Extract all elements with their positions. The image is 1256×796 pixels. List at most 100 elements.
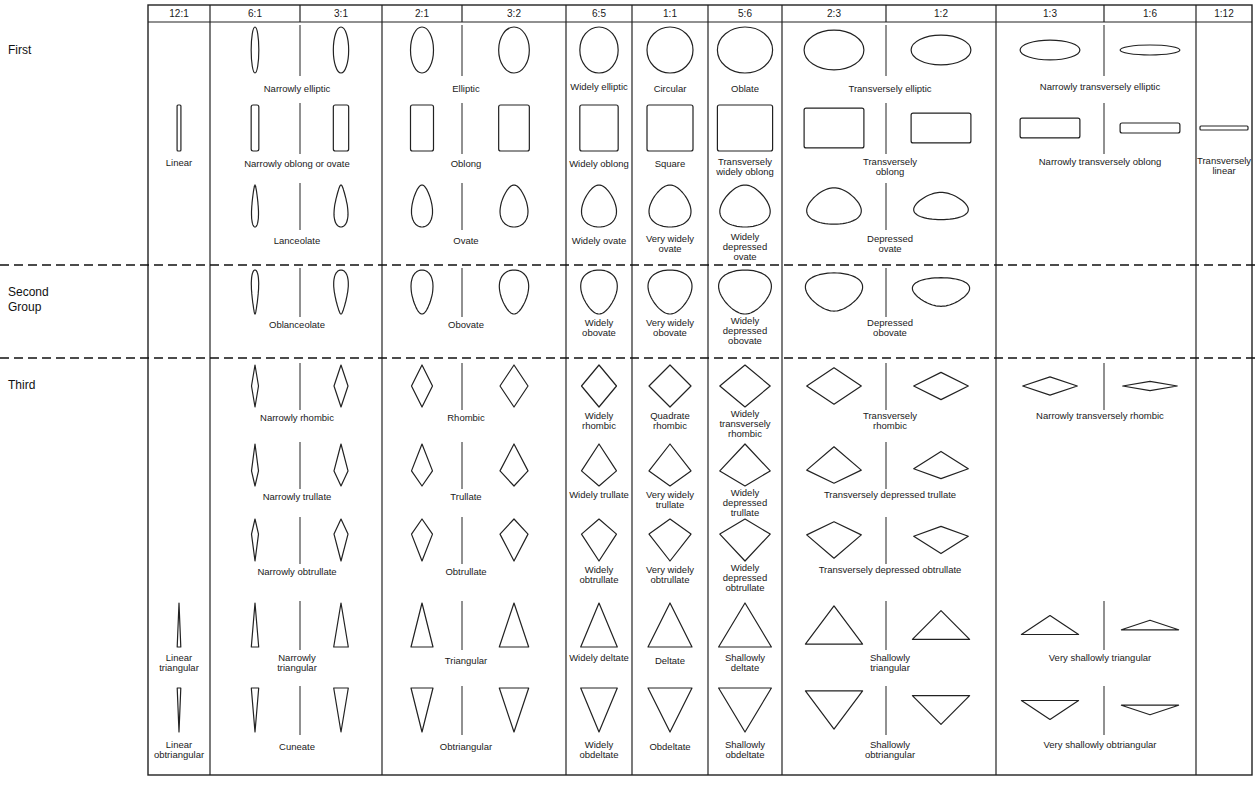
rhombic-outline [1123, 381, 1178, 390]
pair-divider [300, 103, 301, 154]
shape-name: Widely depressed trullate [712, 488, 778, 518]
obtriangular-outline [719, 688, 772, 732]
ratio-header: 3:2 [486, 8, 542, 20]
ratio-header: 2:1 [394, 8, 450, 20]
shape-name: Transversely rhombic [850, 411, 930, 431]
shape-name: Lanceolate [237, 236, 357, 246]
triangular-outline [805, 606, 862, 644]
pair-divider [886, 363, 887, 410]
ovate-outline [252, 185, 259, 227]
obtrullate-outline [914, 526, 969, 553]
obtrullate-outline [334, 519, 348, 561]
shape-name: Narrowly transversely rhombic [1035, 411, 1165, 421]
shape-name: Widely ovate [566, 236, 632, 246]
ovate-outline [412, 185, 433, 227]
oblong-outline [580, 105, 618, 151]
shape-name: Triangular [416, 656, 516, 666]
elliptic-outline [580, 27, 618, 73]
shape-name: Widely depressed ovate [712, 232, 778, 262]
obtriangular-outline [251, 688, 258, 732]
rhombic-outline [1023, 377, 1078, 395]
trullate-outline [412, 444, 433, 486]
shape-name: Deltate [637, 656, 703, 666]
obtriangular-outline [648, 688, 692, 732]
triangular-outline [581, 603, 618, 647]
obovate-outline [411, 270, 433, 314]
ratio-header: 1:12 [1196, 8, 1252, 20]
oblong-outline [499, 105, 530, 151]
ratio-header: 5:6 [717, 8, 773, 20]
pair-divider [1104, 103, 1105, 154]
group-divider [0, 264, 1256, 266]
shape-name: Oblate [712, 84, 778, 94]
pair-divider [1104, 601, 1105, 650]
pair-divider [300, 686, 301, 735]
oblong-outline [251, 105, 259, 151]
rhombic-outline [914, 372, 969, 399]
pair-divider [886, 601, 887, 650]
elliptic-outline [333, 27, 348, 73]
elliptic-outline [717, 27, 772, 73]
pair-divider [462, 268, 463, 317]
pair-divider [462, 686, 463, 735]
shape-name: Linear [150, 158, 208, 168]
trullate-outline [252, 444, 259, 486]
elliptic-outline [411, 27, 434, 73]
shape-name: Widely obdeltate [569, 740, 629, 760]
pair-divider [300, 268, 301, 317]
shape-name: Transversely depressed obtrullate [815, 565, 965, 575]
shape-name: Obovate [416, 320, 516, 330]
ratio-header: 1:2 [913, 8, 969, 20]
triangular-outline [912, 611, 969, 640]
group-label: Third [8, 378, 78, 393]
rhombic-outline [582, 365, 617, 407]
shape-name: Square [637, 159, 703, 169]
ovate-outline [649, 185, 691, 227]
shape-name: Widely trullate [569, 490, 629, 500]
group-divider [0, 357, 1256, 359]
triangular-outline [1121, 620, 1178, 630]
elliptic-outline [647, 27, 693, 73]
trullate-outline [334, 444, 348, 486]
shape-name: Widely depressed obtrullate [712, 563, 778, 593]
shape-name: Very widely obtrullate [637, 565, 703, 585]
triangular-outline [648, 603, 692, 647]
shape-name: Obtriangular [416, 742, 516, 752]
shape-name: Shallowly deltate [712, 653, 778, 673]
shape-name: Trullate [416, 492, 516, 502]
shape-name: Widely depressed obovate [712, 316, 778, 346]
oblong-outline [804, 108, 864, 148]
column-rule [381, 5, 382, 775]
trullate-outline [582, 444, 617, 486]
trullate-outline [807, 447, 862, 483]
shape-name: Transversely depressed trullate [815, 490, 965, 500]
pair-divider [886, 103, 887, 154]
elliptic-outline [911, 35, 971, 65]
obovate-outline [648, 270, 692, 314]
shape-name: Elliptic [416, 84, 516, 94]
triangular-outline [251, 603, 258, 647]
triangular-outline [177, 603, 181, 647]
pair-divider [886, 25, 887, 76]
triangular-outline [411, 603, 433, 647]
group-label: Second Group [8, 285, 70, 315]
header-rule [148, 21, 1252, 22]
shape-name: Oblanceolate [237, 320, 357, 330]
rhombic-outline [649, 365, 691, 407]
elliptic-outline [1020, 40, 1080, 60]
obtrullate-outline [582, 519, 617, 561]
obtriangular-outline [581, 688, 618, 732]
rhombic-outline [720, 365, 770, 407]
triangular-outline [499, 603, 528, 647]
elliptic-outline [1120, 45, 1180, 55]
shape-name: Rhombic [416, 413, 516, 423]
pair-divider [462, 363, 463, 410]
obtriangular-outline [411, 688, 433, 732]
ovate-outline [914, 192, 969, 219]
ratio-header: 1:6 [1122, 8, 1178, 20]
ratio-header: 2:3 [806, 8, 862, 20]
shape-name: Narrowly oblong or ovate [217, 159, 377, 169]
obtriangular-outline [177, 688, 181, 732]
shape-name: Widely oblong [566, 159, 632, 169]
